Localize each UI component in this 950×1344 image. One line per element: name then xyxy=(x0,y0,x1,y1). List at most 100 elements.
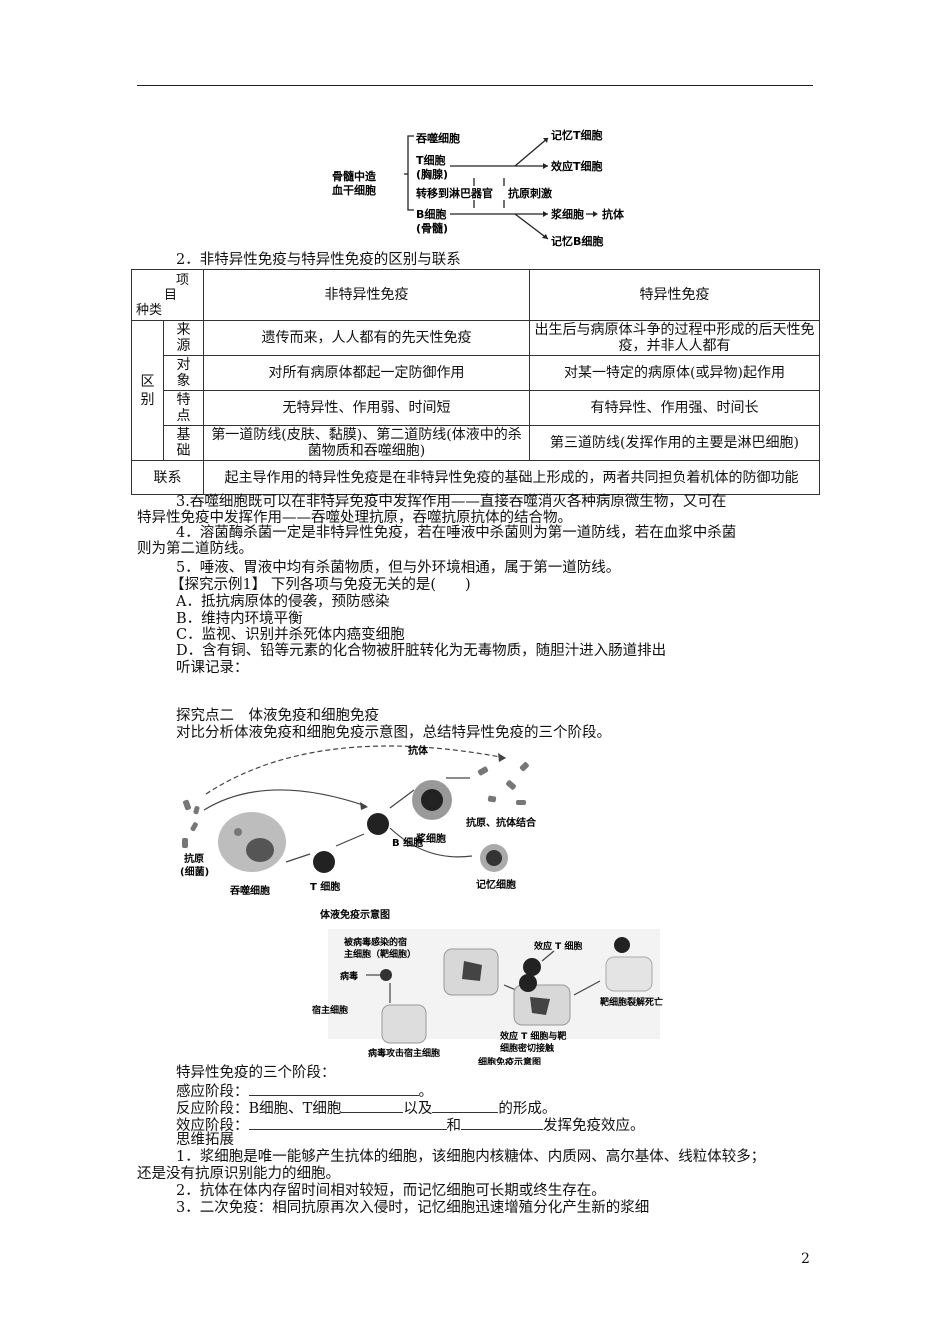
stage-reaction: 反应阶段：B细胞、T细胞以及的形成。 xyxy=(176,1099,557,1117)
stages-title: 特异性免疫的三个阶段： xyxy=(176,1065,336,1081)
lineage-memory-t: 记忆T细胞 xyxy=(551,128,603,142)
ext-item-2: 2．抗体在体内存留时间相对较短，而记忆细胞可长期或终生存在。 xyxy=(176,1183,606,1199)
cellular-virus: 病毒 xyxy=(340,970,358,982)
link-text: 起主导作用的特异性免疫是在非特异性免疫的基础上形成的，两者共同担负着机体的防御功… xyxy=(203,460,821,495)
target-specific: 对某一特定的病原体(或异物)起作用 xyxy=(529,355,821,391)
humoral-t-cell-label: T 细胞 xyxy=(310,880,340,893)
humoral-immunity-figure: 抗体 浆细胞 抗原、抗体结合 抗原 (细菌) B 细胞 吞噬细胞 T 细胞 记忆… xyxy=(180,744,537,921)
antigen-antibody-complex-icon xyxy=(477,762,529,805)
col-header-specific: 特异性免疫 xyxy=(529,269,821,321)
row-label-basis: 基础 xyxy=(162,425,205,461)
cellular-infected-1: 被病毒感染的宿 xyxy=(344,936,407,948)
blank-induction[interactable] xyxy=(248,1082,419,1096)
lineage-bone-marrow-2: 血干细胞 xyxy=(332,183,376,197)
note-5: 5．唾液、胃液中均有杀菌物质，但与外环境相通，属于第一道防线。 xyxy=(176,560,621,576)
lineage-antigen-stim: 抗原刺激 xyxy=(508,186,552,200)
blank-effect-1[interactable] xyxy=(248,1116,447,1130)
corner-item-1: 项 xyxy=(176,272,190,288)
lineage-memory-b: 记忆B细胞 xyxy=(551,234,603,248)
lymphocyte-lineage-diagram: 骨髓中造 血干细胞 吞噬细胞 T细胞 (胸腺) 转移到淋巴器官 抗原刺激 B细胞… xyxy=(332,128,625,248)
cellular-host: 宿主细胞 xyxy=(312,1004,348,1016)
lineage-b-origin: (骨髓) xyxy=(416,221,448,235)
lineage-t-origin: (胸腺) xyxy=(416,167,448,181)
example-option-b: B．维持内环境平衡 xyxy=(176,611,303,627)
effector-t-cell-icon xyxy=(523,958,541,976)
host-cell-icon xyxy=(381,1004,427,1044)
example-option-a: A．抵抗病原体的侵袭，预防感染 xyxy=(176,594,390,610)
blank-effect-2[interactable] xyxy=(461,1116,543,1130)
example-title: 【探究示例1】 下列各项与免疫无关的是( ) xyxy=(170,577,471,593)
row-label-source: 来源 xyxy=(162,320,205,356)
cellular-effector: 效应 T 细胞 xyxy=(534,940,582,952)
t-cell-target-contact-icon xyxy=(513,974,571,1026)
lineage-b-cell: B细胞 xyxy=(416,207,446,221)
lineage-phagocyte: 吞噬细胞 xyxy=(416,131,460,145)
target-nonspecific: 对所有病原体都起一定防御作用 xyxy=(203,355,531,391)
humoral-antigen-label: 抗原 xyxy=(184,852,204,865)
ext-title: 思维拓展 xyxy=(176,1132,234,1148)
lineage-effector-t: 效应T细胞 xyxy=(551,159,603,173)
humoral-antibody-label: 抗体 xyxy=(408,744,429,757)
phagocyte-icon xyxy=(218,812,286,872)
cellular-contact-1: 效应 T 细胞与靶 xyxy=(500,1030,566,1042)
lysed-target-cell-icon xyxy=(605,937,653,992)
lineage-plasma: 浆细胞 xyxy=(551,207,584,221)
ext-item-3: 3．二次免疫：相同抗原再次入侵时，记忆细胞迅速增殖分化产生新的浆细 xyxy=(176,1200,650,1216)
infected-host-cell-icon xyxy=(443,948,499,996)
point2-intro: 对比分析体液免疫和细胞免疫示意图，总结特异性免疫的三个阶段。 xyxy=(176,725,611,741)
point2-title: 探究点二 体液免疫和细胞免疫 xyxy=(176,708,379,724)
source-specific: 出生后与病原体斗争的过程中形成的后天性免疫，并非人人都有 xyxy=(529,320,821,356)
cellular-attack: 病毒攻击宿主细胞 xyxy=(368,1047,440,1059)
humoral-plasma-label: 浆细胞 xyxy=(416,832,446,845)
immunity-comparison-table: 项 目 种类 非特异性免疫 特异性免疫 区别 来源 遗传而来，人人都有的先天性免… xyxy=(130,269,821,495)
note-4a: 4．溶菌酶杀菌一定是非特异性免疫，若在唾液中杀菌则为第一道防线，若在血浆中杀菌 xyxy=(176,525,737,541)
feature-nonspecific: 无特异性、作用弱、时间短 xyxy=(203,390,531,426)
cellular-caption: 细胞免疫示意图 xyxy=(478,1056,541,1065)
memory-cell-icon xyxy=(480,844,508,872)
corner-category: 种类 xyxy=(136,302,163,318)
table-corner-cell: 项 目 种类 xyxy=(130,269,205,321)
page-number: 2 xyxy=(801,1251,810,1267)
cellular-lysis: 靶细胞裂解死亡 xyxy=(600,996,663,1008)
lecture-record-label: 听课记录： xyxy=(176,660,249,676)
antigen-bacteria-icon xyxy=(182,799,200,848)
cellular-infected-2: 主细胞（靶细胞） xyxy=(344,948,416,960)
lineage-antibody: 抗体 xyxy=(602,207,625,221)
humoral-binding-label: 抗原、抗体结合 xyxy=(466,816,537,829)
feature-specific: 有特异性、作用强、时间长 xyxy=(529,390,821,426)
cellular-immunity-figure: 被病毒感染的宿 主细胞（靶细胞） 病毒 宿主细胞 病毒攻击宿主细胞 效应 T 细… xyxy=(312,929,663,1065)
basis-nonspecific: 第一道防线(皮肤、黏膜)、第二道防线(体液中的杀菌物质和吞噬细胞) xyxy=(203,425,531,461)
blank-reaction-2[interactable] xyxy=(432,1099,499,1113)
humoral-caption: 体液免疫示意图 xyxy=(320,908,390,921)
ext-item-1b: 还是没有抗原识别能力的细胞。 xyxy=(137,1166,340,1182)
cellular-contact-2: 细胞密切接触 xyxy=(500,1042,554,1054)
basis-specific: 第三道防线(发挥作用的主要是淋巴细胞) xyxy=(529,425,821,461)
row-label-target: 对象 xyxy=(162,355,205,391)
section2-title: 2．非特异性免疫与特异性免疫的区别与联系 xyxy=(176,252,461,268)
example-option-c: C．监视、识别并杀死体内癌变细胞 xyxy=(176,627,405,643)
col-header-nonspecific: 非特异性免疫 xyxy=(203,269,531,321)
b-cell-icon xyxy=(367,813,389,835)
corner-item-2: 目 xyxy=(164,287,178,303)
humoral-phagocyte-label: 吞噬细胞 xyxy=(230,884,270,897)
note-3a: 3.吞噬细胞既可以在非特异免疫中发挥作用——直接吞噬消灭各种病原微生物，又可在 xyxy=(176,494,727,510)
stage-effect: 效应阶段：和发挥免疫效应。 xyxy=(176,1116,645,1134)
lineage-t-cell: T细胞 xyxy=(416,153,446,167)
header-rule xyxy=(137,85,813,86)
humoral-antigen-sub: (细菌) xyxy=(180,865,209,878)
lineage-bone-marrow-1: 骨髓中造 xyxy=(332,169,377,183)
stage-induction: 感应阶段：。 xyxy=(176,1082,433,1100)
row-label-link: 联系 xyxy=(130,460,205,495)
note-4b: 则为第二道防线。 xyxy=(137,541,253,557)
source-nonspecific: 遗传而来，人人都有的先天性免疫 xyxy=(203,320,531,356)
diff-label: 区别 xyxy=(131,320,164,461)
blank-reaction-1[interactable] xyxy=(341,1099,404,1113)
example-option-d: D．含有铜、铅等元素的化合物被肝脏转化为无毒物质，随胆汁进入肠道排出 xyxy=(176,643,667,659)
lineage-migrate: 转移到淋巴器官 xyxy=(416,186,493,200)
ext-item-1a: 1．浆细胞是唯一能够产生抗体的细胞，该细胞内核糖体、内质网、高尔基体、线粒体较多… xyxy=(176,1149,766,1165)
plasma-cell-icon xyxy=(412,780,452,820)
row-label-feature: 特点 xyxy=(162,390,205,426)
note-3b: 特异性免疫中发挥作用——吞噬处理抗原，吞噬抗原抗体的结合物。 xyxy=(137,510,572,526)
humoral-memory-label: 记忆细胞 xyxy=(476,878,516,891)
t-cell-icon xyxy=(313,851,335,873)
